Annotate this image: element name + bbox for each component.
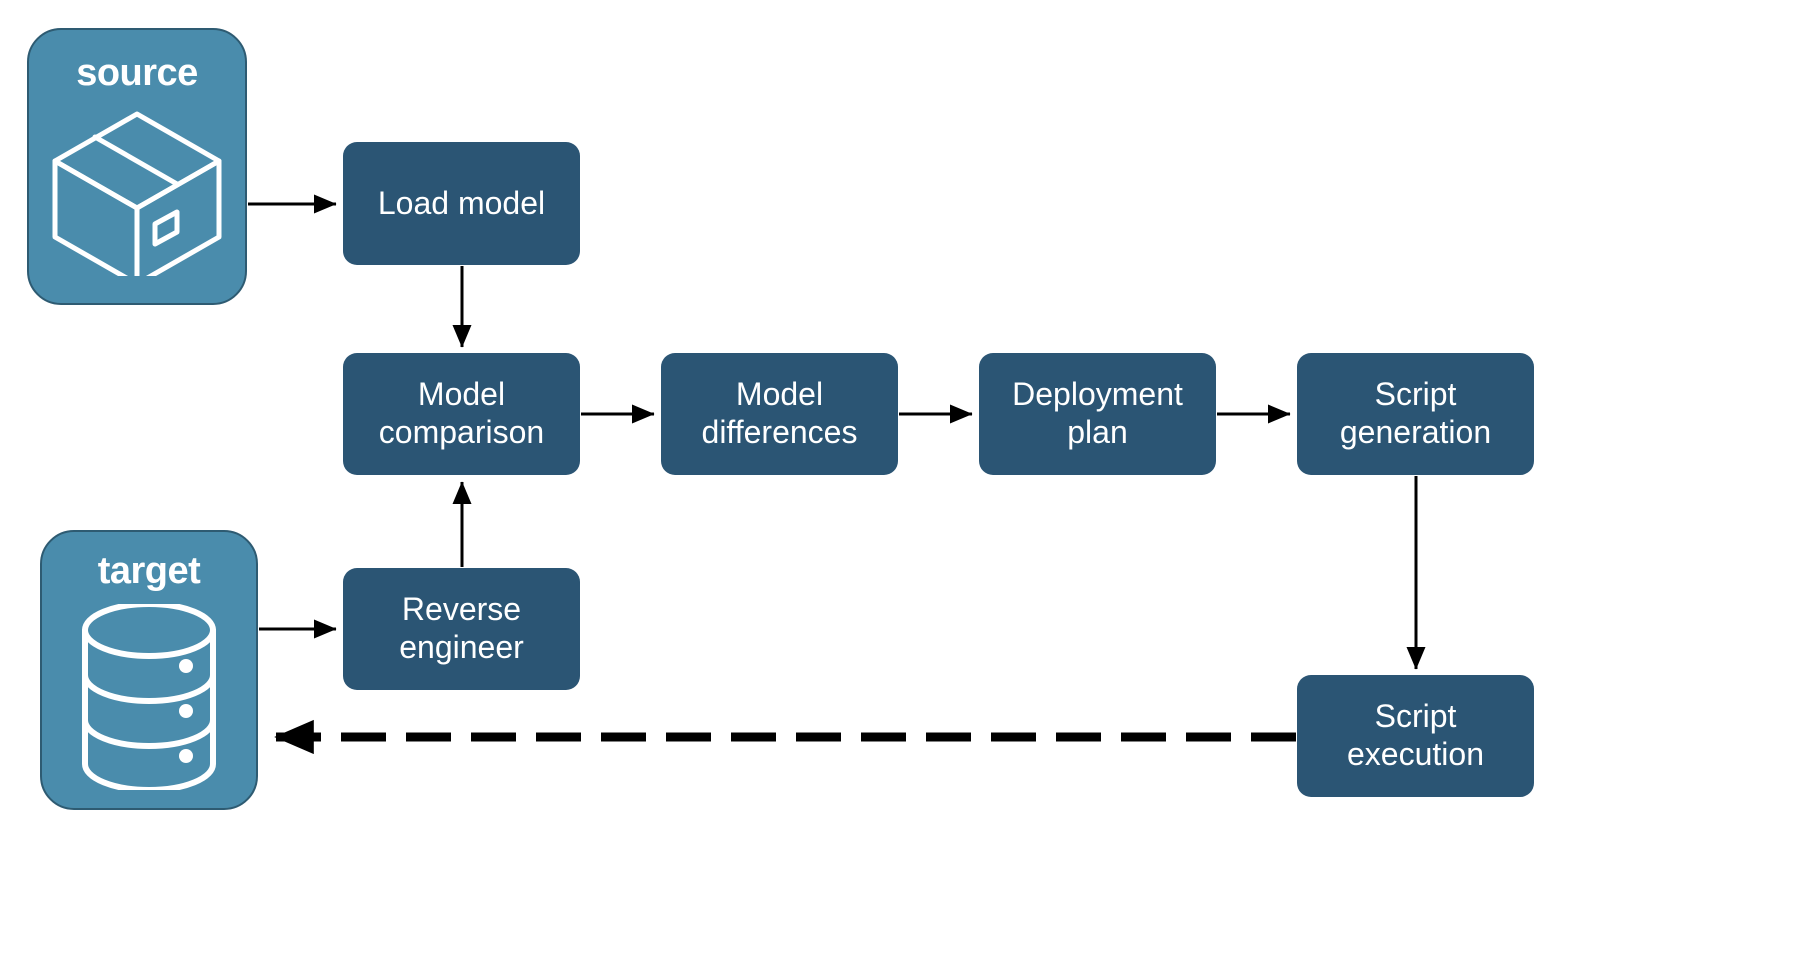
process-node-reverse-engineer-line-1: Reverse — [401, 591, 522, 628]
process-node-deployment-plan[interactable]: Deployment plan — [979, 353, 1216, 475]
source-endpoint[interactable]: source — [27, 28, 247, 305]
process-node-reverse-engineer-line-2: engineer — [399, 629, 524, 665]
process-node-model-comparison-line-2: comparison — [378, 414, 545, 450]
target-label: target — [97, 550, 201, 592]
process-node-deployment-plan-line-2: plan — [1067, 414, 1128, 450]
process-node-script-generation-line-2: generation — [1339, 414, 1492, 450]
process-node-model-comparison-line-1: Model — [417, 376, 506, 413]
process-node-script-execution[interactable]: Script execution — [1297, 675, 1534, 797]
process-node-script-generation-line-1: Script — [1374, 376, 1457, 413]
process-node-script-execution-line-2: execution — [1347, 736, 1484, 772]
process-node-script-execution-line-1: Script — [1374, 698, 1457, 735]
process-node-model-differences-line-1: Model — [735, 376, 824, 413]
package-box-icon — [47, 106, 227, 287]
process-node-load-model[interactable]: Load model — [343, 142, 580, 265]
target-endpoint[interactable]: target — [40, 530, 258, 810]
source-label: source — [76, 52, 198, 94]
process-node-model-differences-line-2: differences — [701, 414, 858, 450]
process-node-script-generation[interactable]: Script generation — [1297, 353, 1534, 475]
process-node-load-model-line-1: Load model — [377, 184, 546, 221]
process-node-deployment-plan-line-1: Deployment — [1012, 376, 1183, 413]
database-cylinder-icon — [76, 601, 222, 795]
process-node-model-comparison[interactable]: Model comparison — [343, 353, 580, 475]
process-node-model-differences[interactable]: Model differences — [661, 353, 898, 475]
process-node-reverse-engineer[interactable]: Reverse engineer — [343, 568, 580, 690]
